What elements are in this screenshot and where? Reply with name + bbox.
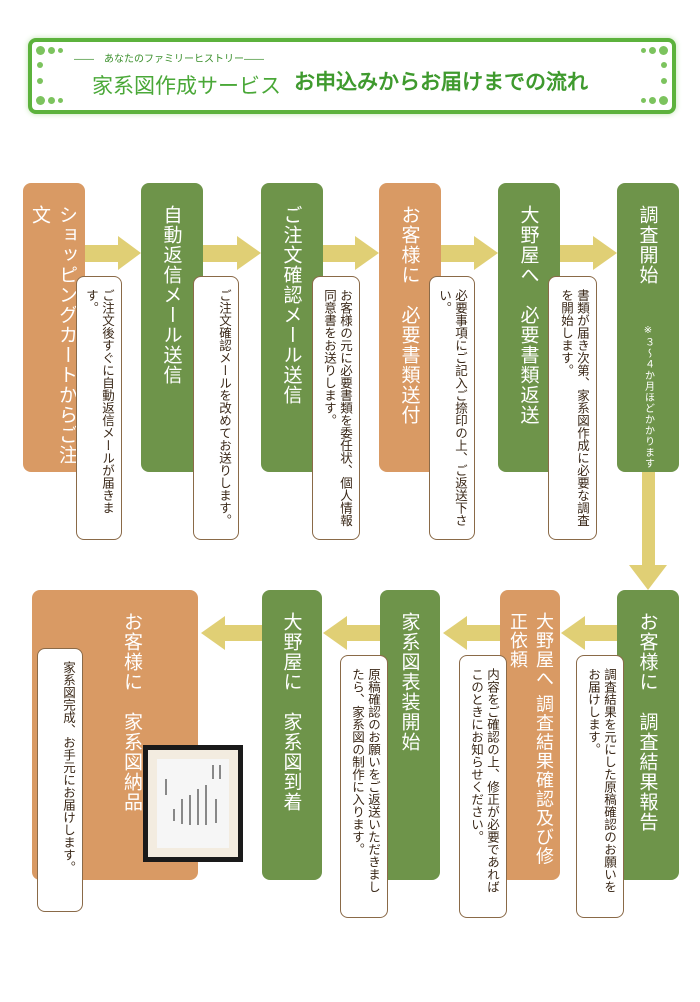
decorative-dot	[661, 78, 667, 84]
note-text: 原稿確認のお願いをご返送いただきまし	[366, 668, 381, 893]
note-text: お届けします。	[586, 668, 601, 756]
step-order: ショッピングカートからご注文	[23, 183, 85, 472]
step-title: お客様に 必要書類送付	[398, 205, 421, 425]
step-title: ショッピングカートからご注文	[29, 205, 78, 465]
note-text: このときにお知らせください。	[469, 668, 484, 843]
arrow-right-icon	[85, 236, 141, 270]
arrow-right-icon	[560, 236, 617, 270]
note-text: お客様の元に必要書類を委任状、個人情報	[338, 289, 353, 527]
arrow-right-icon	[203, 236, 261, 270]
step-title: 大野屋へ 必要書類返送	[517, 205, 540, 425]
decorative-dot	[48, 97, 55, 104]
tree-line	[165, 779, 167, 795]
note-text: 調査結果を元にした原稿確認のお願いを	[602, 668, 617, 893]
service-name: 家系図作成サービス	[92, 74, 281, 98]
arrow-left-icon	[443, 616, 500, 650]
header-subtitle: ―― あなたのファミリーヒストリー――	[74, 54, 264, 65]
decorative-dot	[37, 62, 43, 68]
tree-line	[215, 799, 217, 823]
note-text: 家系図完成、お手元にお届けします。	[61, 661, 76, 874]
note-review: 内容をご確認の上、修正が必要であればこのときにお知らせください。	[459, 655, 507, 918]
step-report: お客様に 調査結果報告	[617, 590, 679, 880]
decorative-dot	[661, 62, 667, 68]
note-text: ご注文後すぐに自動返信メールが届きます。	[84, 289, 115, 514]
arrow-left-icon	[561, 616, 617, 650]
tree-line	[212, 765, 214, 779]
step-auto-reply: 自動返信メール送信	[141, 183, 203, 472]
tree-line	[181, 799, 183, 824]
note-text: 必要事項にご記入ご捺印の上、ご返送下さい。	[437, 289, 468, 527]
tree-line	[205, 785, 207, 825]
header-banner: ―― あなたのファミリーヒストリー―― 家系図作成サービス お申込みからお届けま…	[28, 38, 676, 114]
step-title: 大野屋へ 調査結果確認及び修正依頼	[507, 612, 554, 866]
step-arrival: 大野屋に 家系図到着	[262, 590, 322, 880]
tree-line	[173, 809, 175, 821]
note-text: たら、家系図の制作に入ります。	[350, 668, 365, 856]
arrow-left-icon	[323, 616, 380, 650]
decorative-dot	[36, 96, 45, 105]
tree-line	[219, 765, 221, 779]
decorative-dot	[58, 48, 63, 53]
decorative-dot	[641, 48, 646, 53]
decorative-dot	[37, 78, 43, 84]
note-text: ご注文確認メールを改めてお送りします。	[217, 289, 232, 527]
tree-line	[197, 789, 199, 825]
note-text: 内容をご確認の上、修正が必要であれば	[485, 668, 500, 893]
step-review: 大野屋へ 調査結果確認及び修正依頼	[500, 590, 560, 880]
note-send-documents: 必要事項にご記入ご捺印の上、ご返送下さい。	[429, 276, 475, 540]
tree-line	[189, 795, 191, 825]
framed-family-tree-image	[143, 745, 243, 862]
note-text: 同意書をお送りします。	[322, 289, 337, 427]
duration-note: ※３〜４か月ほどかかります	[642, 325, 654, 469]
decorative-dot	[58, 98, 63, 103]
step-return-documents: 大野屋へ 必要書類返送	[498, 183, 560, 472]
note-delivery: 家系図完成、お手元にお届けします。	[37, 648, 83, 912]
step-mounting: 家系図表装開始	[380, 590, 440, 880]
arrow-left-icon	[201, 616, 262, 650]
note-text: 書類が届き次第、家系図作成に必要な調査	[575, 289, 590, 527]
note-report: 調査結果を元にした原稿確認のお願いをお届けします。	[576, 655, 624, 918]
note-mounting: 原稿確認のお願いをご返送いただきましたら、家系図の制作に入ります。	[340, 655, 388, 918]
arrow-down-icon	[629, 472, 667, 590]
step-title: お客様に 家系図納品	[121, 612, 143, 812]
decorative-dot	[659, 96, 668, 105]
note-return-documents: 書類が届き次第、家系図作成に必要な調査を開始します。	[548, 276, 597, 540]
step-title: 家系図表装開始	[398, 612, 421, 752]
note-order: ご注文後すぐに自動返信メールが届きます。	[76, 276, 122, 540]
decorative-dot	[641, 98, 646, 103]
step-title: 調査開始	[636, 205, 659, 285]
family-tree-paper	[157, 759, 229, 848]
page-title: お申込みからお届けまでの流れ	[294, 70, 588, 94]
note-confirm-mail: お客様の元に必要書類を委任状、個人情報同意書をお送りします。	[312, 276, 360, 540]
step-research-start: 調査開始 ※３〜４か月ほどかかります	[617, 183, 679, 472]
note-text: を開始します。	[559, 289, 574, 377]
step-title: 大野屋に 家系図到着	[280, 612, 303, 812]
arrow-right-icon	[323, 236, 379, 270]
step-title: 自動返信メール送信	[160, 205, 183, 385]
decorative-dot	[36, 46, 45, 55]
step-title: お客様に 調査結果報告	[636, 612, 659, 832]
decorative-dot	[48, 47, 55, 54]
decorative-dot	[649, 47, 656, 54]
note-auto-reply: ご注文確認メールを改めてお送りします。	[193, 276, 239, 540]
step-title: ご注文確認メール送信	[280, 205, 303, 405]
arrow-right-icon	[441, 236, 498, 270]
decorative-dot	[659, 46, 668, 55]
decorative-dot	[649, 97, 656, 104]
